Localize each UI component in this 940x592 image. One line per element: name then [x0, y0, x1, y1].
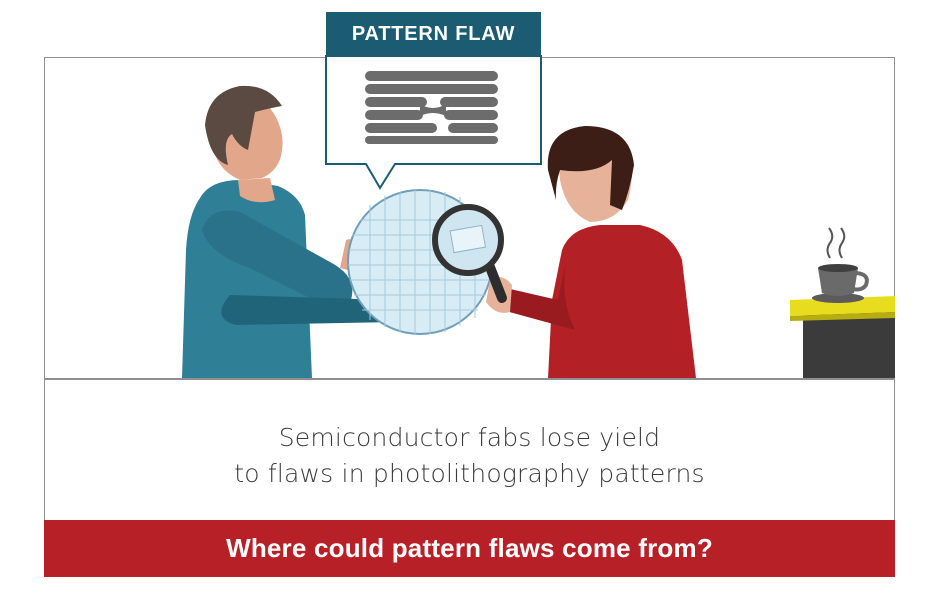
magnifying-glass-icon: [432, 204, 507, 303]
question-text: Where could pattern flaws come from?: [226, 533, 713, 563]
pattern-flaw-label: PATTERN FLAW: [326, 12, 541, 56]
question-banner: Where could pattern flaws come from?: [44, 520, 895, 577]
pattern-flaw-image: [365, 71, 498, 144]
table: [790, 296, 895, 378]
caption-line-2: to flaws in photolithography patterns: [234, 459, 705, 488]
scene-divider: [44, 378, 895, 380]
caption: Semiconductor fabs lose yield to flaws i…: [44, 420, 895, 492]
woman-figure: [486, 126, 696, 378]
callout-box: [325, 55, 542, 190]
coffee-cup-icon: [812, 264, 869, 303]
caption-line-1: Semiconductor fabs lose yield: [278, 423, 661, 452]
steam-icon: [826, 227, 846, 259]
